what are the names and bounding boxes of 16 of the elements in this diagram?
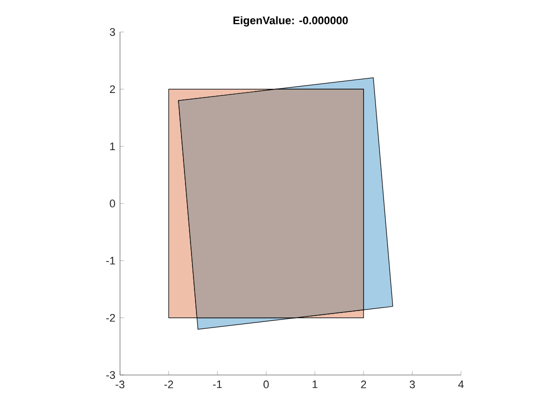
x-tick-label: 1 <box>312 380 318 388</box>
x-tick-label: -1 <box>213 380 222 388</box>
x-tick-label: 4 <box>458 380 464 388</box>
x-tick-label: 2 <box>361 380 366 388</box>
x-tick-label: 0 <box>264 380 269 388</box>
y-tick-label: 0 <box>110 200 116 208</box>
x-tick-label: -3 <box>116 380 124 388</box>
x-tick-label: -2 <box>164 380 174 388</box>
y-tick-label: 1 <box>110 142 115 150</box>
y-tick-label: -1 <box>106 256 115 264</box>
x-tick-label: 3 <box>410 380 415 388</box>
y-tick-label: 2 <box>110 85 115 93</box>
chart-title: EigenValue: -0.000000 <box>233 16 348 27</box>
y-tick-label: -3 <box>106 371 115 379</box>
y-tick-label: 3 <box>110 28 115 36</box>
y-tick-label: -2 <box>106 314 115 322</box>
